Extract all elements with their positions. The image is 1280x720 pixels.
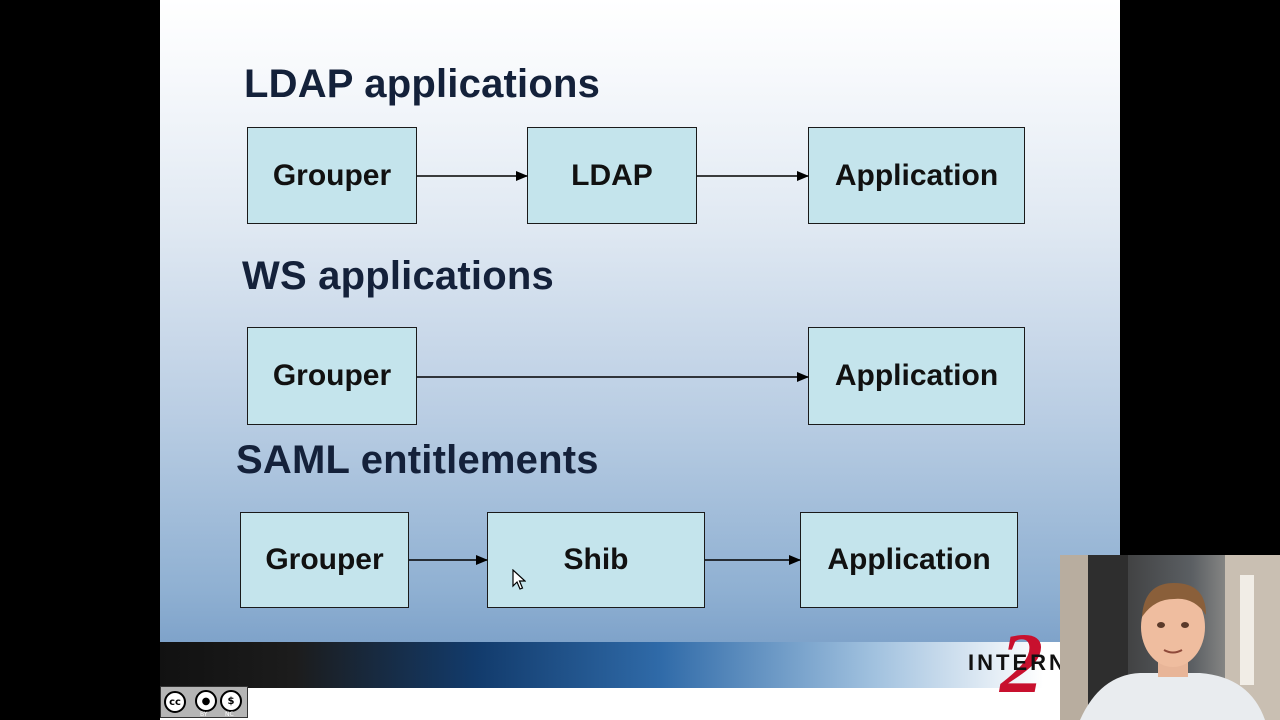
internet2-logo-numeral: 2 <box>1000 615 1043 711</box>
box-shib: Shib <box>487 512 705 608</box>
footer-gradient-bar <box>160 642 1120 688</box>
slide: LDAP applications Grouper LDAP Applicati… <box>160 0 1120 720</box>
box-grouper-ldap-row: Grouper <box>247 127 417 224</box>
badge-label-nc: NC <box>225 711 234 718</box>
heading-saml-entitlements: SAML entitlements <box>236 438 599 482</box>
heading-ldap-applications: LDAP applications <box>244 62 601 106</box>
box-application-saml-row: Application <box>800 512 1018 608</box>
presenter-webcam-overlay <box>1060 555 1280 720</box>
creative-commons-badge: cc ● $ BY NC <box>160 686 248 718</box>
heading-ws-applications: WS applications <box>242 254 554 298</box>
badge-label-by: BY <box>200 711 208 718</box>
cc-icon: cc <box>164 691 186 713</box>
box-ldap: LDAP <box>527 127 697 224</box>
arrows-layer <box>409 171 809 565</box>
box-grouper-saml-row: Grouper <box>240 512 409 608</box>
mouse-pointer-icon <box>512 569 526 590</box>
box-grouper-ws-row: Grouper <box>247 327 417 425</box>
box-application-ldap-row: Application <box>808 127 1025 224</box>
footer-white-strip <box>160 688 1120 720</box>
attribution-icon: ● <box>195 690 217 712</box>
noncommercial-icon: $ <box>220 690 242 712</box>
box-application-ws-row: Application <box>808 327 1025 425</box>
presenter-video-frame <box>1060 555 1280 720</box>
